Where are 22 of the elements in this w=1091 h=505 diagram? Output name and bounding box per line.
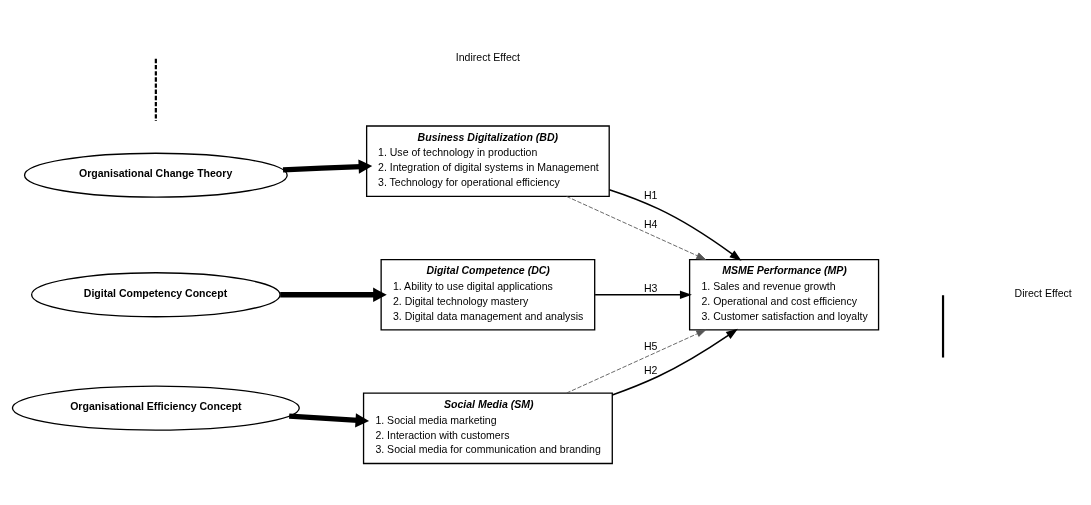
edge-label: H2 (643, 362, 658, 375)
node-ellipse: Organisational Efficiency Concept (11, 385, 300, 431)
node-ellipse: Digital Competency Concept (31, 271, 281, 317)
node-box: Digital Competence (DC) 1. Ability to use digital applications 2. Digital technology mastery 3. Digital data management and analysis (380, 258, 596, 331)
arrow (608, 188, 742, 261)
edge-label: H1 (643, 188, 658, 201)
legend-label: Direct Effect (1014, 286, 1072, 299)
edge-label: H5 (643, 339, 658, 352)
node-box: Business Digitalization (BD) 1. Use of technology in production 2. Integration of digital systems in Management 3. Technology for operational efficiency (365, 124, 610, 197)
edge-label: H3 (643, 281, 658, 294)
arrow (611, 328, 738, 396)
arrow (280, 287, 387, 302)
legend-label: Indirect Effect (455, 50, 521, 63)
arrow (282, 159, 373, 174)
node-box: Social Media (SM) 1. Social media marketing 2. Interaction with customers 3. Social media for communication and branding (362, 392, 613, 464)
node-ellipse: Organisational Change Theory (23, 152, 288, 198)
edge-label: H4 (643, 217, 658, 230)
arrow (594, 290, 692, 299)
arrow (566, 195, 706, 260)
arrow (289, 412, 370, 427)
node-box: MSME Performance (MP) 1. Sales and revenue growth 2. Operational and cost efficiency 3. Customer satisfaction and loyalty (688, 258, 880, 331)
arrow (566, 329, 706, 393)
